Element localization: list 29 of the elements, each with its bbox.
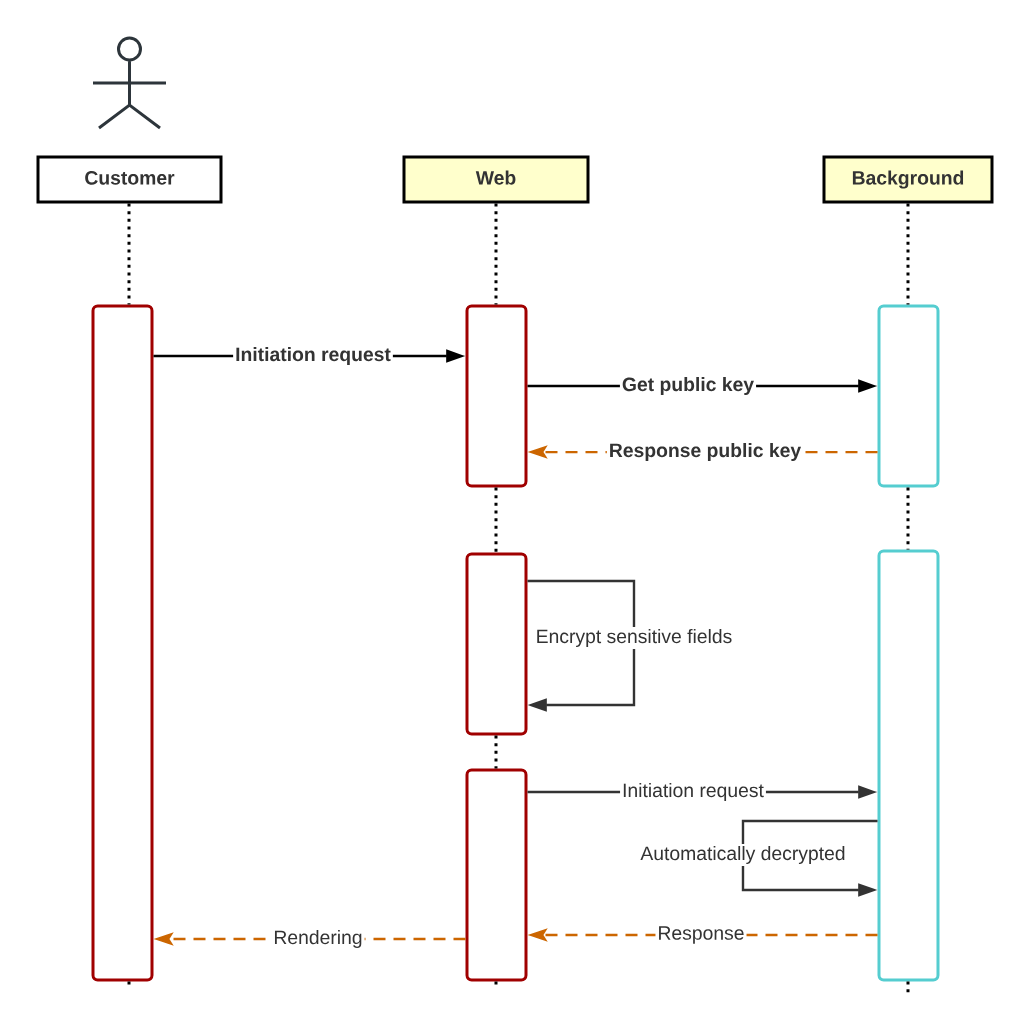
edge-label: Get public key	[619, 375, 757, 397]
edge-label: Automatically decrypted	[638, 844, 848, 866]
lifeline	[127, 203, 131, 305]
stick-figure	[91, 36, 168, 130]
participant-box: Web	[402, 155, 590, 204]
self-message-arrow	[527, 579, 636, 712]
self-message-arrow	[741, 819, 878, 897]
lifeline	[906, 981, 910, 994]
edge-label: Response	[655, 924, 747, 946]
lifeline	[494, 735, 498, 769]
edge-label: Encrypt sensitive fields	[533, 627, 735, 649]
activation-bar	[877, 549, 940, 982]
edge-label: Initiation request	[233, 345, 393, 367]
lifeline	[494, 487, 498, 553]
lifeline	[494, 981, 498, 988]
lifeline	[494, 203, 498, 305]
edge-label: Initiation request	[620, 781, 766, 803]
lifeline	[127, 981, 131, 988]
lifeline	[906, 203, 910, 305]
edge-label: Response public key	[606, 441, 804, 463]
participant-box: Background	[822, 155, 994, 204]
participant-box: Customer	[36, 155, 223, 204]
activation-bar	[877, 304, 940, 488]
activation-bar	[465, 552, 528, 736]
activation-bar	[91, 304, 154, 982]
lifeline	[906, 487, 910, 550]
edge-label: Rendering	[271, 928, 365, 950]
activation-bar	[465, 304, 528, 488]
activation-bar	[465, 768, 528, 982]
